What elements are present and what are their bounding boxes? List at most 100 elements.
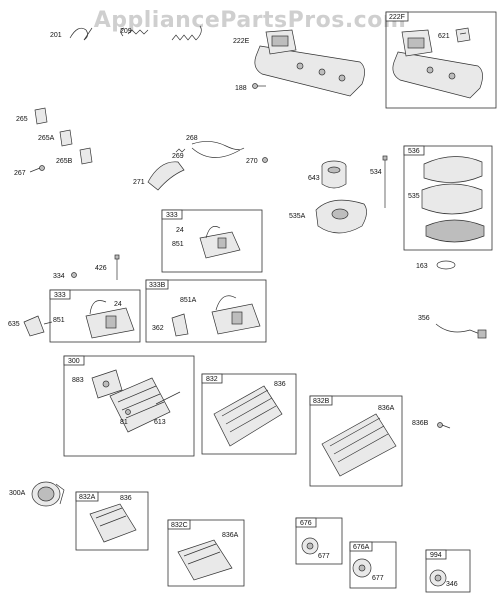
box-832 [201,373,297,455]
box-832b [309,395,403,487]
box-label-832c: 832C [171,522,188,529]
part-676a-deflector[interactable] [352,558,372,578]
label-188: 188 [235,85,247,92]
label-677: 677 [318,553,330,560]
label-643: 643 [308,175,320,182]
part-270-nut[interactable] [262,157,268,163]
part-265b-clip[interactable] [79,147,93,165]
box-label-832a: 832A [79,494,96,501]
part-356-ground-wire[interactable] [435,323,487,339]
part-300-muffler[interactable] [109,377,171,433]
part-535-air-filter[interactable] [421,183,483,215]
box-label-832b: 832B [313,398,330,405]
part-201-spring[interactable] [69,27,93,41]
part-269-spring[interactable] [175,148,186,153]
part-spring-long[interactable] [171,25,202,41]
part-267-screw[interactable] [29,165,45,173]
part-188-screw[interactable] [252,83,267,89]
part-643-filter-element[interactable] [321,160,347,189]
part-362-spark-plug-boot[interactable] [171,313,189,337]
part-air-cleaner-base-plate[interactable] [425,219,485,243]
label-883: 883 [72,377,84,384]
label-24-top: 24 [176,227,184,234]
box-label-676: 676 [300,520,312,527]
box-333 [49,289,141,343]
label-201: 201 [50,32,62,39]
part-333b-ignition-module[interactable] [211,295,261,335]
part-333-ignition-module-top[interactable] [199,226,241,259]
label-24: 24 [114,301,122,308]
part-271-throttle-lever[interactable] [147,161,185,191]
box-label-676a: 676A [353,544,370,551]
part-836b-screw[interactable] [437,422,451,429]
part-81-screw[interactable] [125,409,131,415]
label-267: 267 [14,170,26,177]
box-label-333-top: 333 [166,212,178,219]
label-677-b: 677 [372,575,384,582]
label-362: 362 [152,325,164,332]
box-994 [425,549,471,593]
part-676-deflector[interactable] [301,537,319,555]
box-333-top [161,209,263,273]
label-836b: 836B [412,420,429,427]
part-536-air-cleaner-cover[interactable] [423,156,483,183]
label-851: 851 [53,317,65,324]
part-426-bolt[interactable] [114,254,120,280]
box-label-333b: 333B [149,282,166,289]
label-836-b: 836 [120,495,132,502]
part-635-spark-plug-wire-terminal[interactable] [23,315,53,337]
part-334-screw[interactable] [71,272,77,278]
label-535: 535 [408,193,420,200]
part-209-spring[interactable] [120,27,149,37]
part-534-bolt[interactable] [382,155,388,208]
label-356: 356 [418,315,430,322]
label-334: 334 [53,273,65,280]
part-163-gasket[interactable] [436,260,456,270]
box-label-832: 832 [206,376,218,383]
part-535a-air-cleaner-base[interactable] [315,199,367,234]
label-270: 270 [246,158,258,165]
label-209: 209 [120,28,132,35]
label-265: 265 [16,116,28,123]
part-300a-muffler[interactable] [31,481,65,507]
box-676a [349,541,397,589]
label-269: 269 [172,153,184,160]
label-836a-b: 836A [222,532,239,539]
part-222f-control-bracket[interactable] [392,29,483,99]
label-265a: 265A [38,135,55,142]
label-346: 346 [446,581,458,588]
part-265-clip[interactable] [34,107,48,125]
label-265b: 265B [56,158,73,165]
part-832-muffler-guard[interactable] [213,385,283,447]
box-label-994: 994 [430,552,442,559]
label-271: 271 [133,179,145,186]
part-268-throttle-cable[interactable] [191,141,245,158]
label-851a: 851A [180,297,197,304]
box-222f [385,11,497,109]
part-994-spark-arrestor[interactable] [429,569,447,587]
label-613: 613 [154,419,166,426]
label-535a: 535A [289,213,306,220]
part-832c-muffler-guard[interactable] [177,539,233,581]
label-851-top: 851 [172,241,184,248]
label-621: 621 [438,33,450,40]
part-613-bolt[interactable] [155,391,181,405]
part-621-clip[interactable] [455,27,471,43]
box-300 [63,355,195,457]
part-883-gasket[interactable] [91,369,123,399]
label-268: 268 [186,135,198,142]
part-333-ignition-module[interactable] [85,300,135,339]
part-222e-control-bracket[interactable] [254,29,365,97]
box-label-222f: 222F [389,14,405,21]
box-333b [145,279,267,343]
label-534: 534 [370,169,382,176]
watermark-text: AppliancePartsPros.com [94,8,407,33]
box-676 [295,517,343,565]
box-label-333: 333 [54,292,66,299]
part-265a-clip[interactable] [59,129,73,147]
label-163: 163 [416,263,428,270]
part-832a-muffler-guard[interactable] [89,503,137,543]
label-222e: 222E [233,38,250,45]
part-832b-muffler-guard[interactable] [321,413,397,477]
